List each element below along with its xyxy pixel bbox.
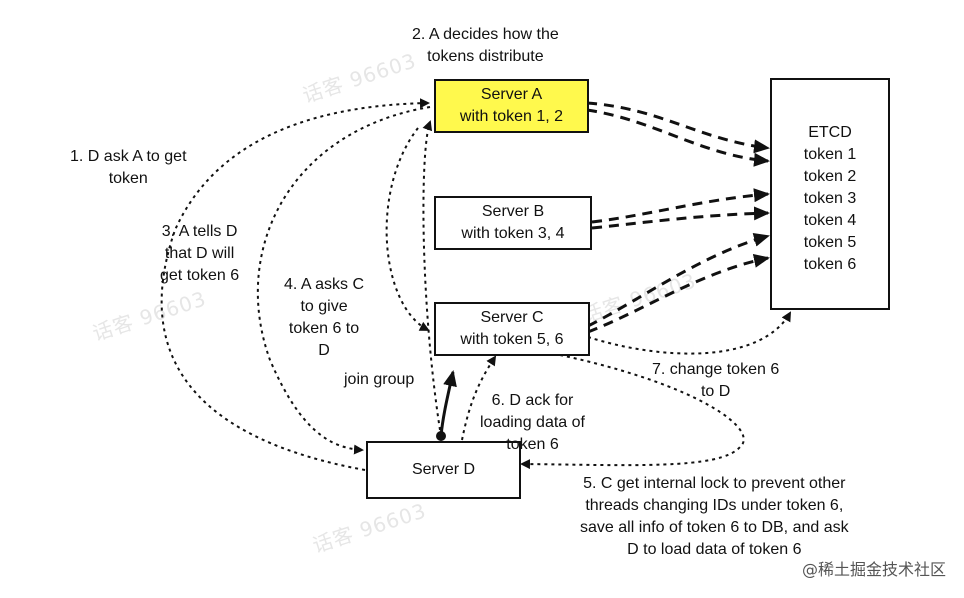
etcd-token: token 6 [803,256,857,273]
footer-attribution: @稀土掘金技术社区 [801,560,946,579]
arrow-a-etcd-2 [586,108,770,167]
etcd-token: token 5 [803,234,857,251]
arrow-step1 [160,98,430,471]
etcd-token: token 1 [803,146,857,163]
server-b-name: Server B [481,203,545,220]
arrow-step4 [385,127,430,331]
arrow-c-etcd-1 [587,233,770,328]
etcd-token: token 2 [803,168,857,185]
server-c-tokens: with token 5, 6 [460,331,564,348]
server-c-name: Server C [480,309,544,326]
arrow-step7 [587,311,792,355]
etcd-box: ETCD token 1 token 2 token 3 token 4 tok… [770,78,890,310]
arrow-join-group [439,370,457,437]
arrow-step6 [422,120,441,431]
server-d-name: Server D [411,461,476,478]
arrow-c-etcd-2 [587,253,770,334]
arrow-b-etcd-1 [591,188,770,224]
server-a-name: Server A [480,86,543,103]
join-group-dot [436,431,446,441]
etcd-token: token 3 [803,190,857,207]
etcd-token: token 4 [803,212,857,229]
arrow-a-etcd-1 [586,101,770,154]
arrow-b-etcd-2 [591,206,770,230]
server-d-box: Server D [366,441,521,499]
etcd-title: ETCD [808,124,852,141]
arrow-step3 [256,106,431,455]
arrow-step6-ack [461,355,497,441]
server-a-tokens: with token 1, 2 [459,108,564,125]
arrow-step5 [520,354,745,470]
server-a-box: Server A with token 1, 2 [434,79,589,133]
server-b-tokens: with token 3, 4 [461,225,565,242]
join-group-label: join group [344,371,415,388]
server-b-box: Server B with token 3, 4 [434,196,592,250]
server-c-box: Server C with token 5, 6 [434,302,590,356]
